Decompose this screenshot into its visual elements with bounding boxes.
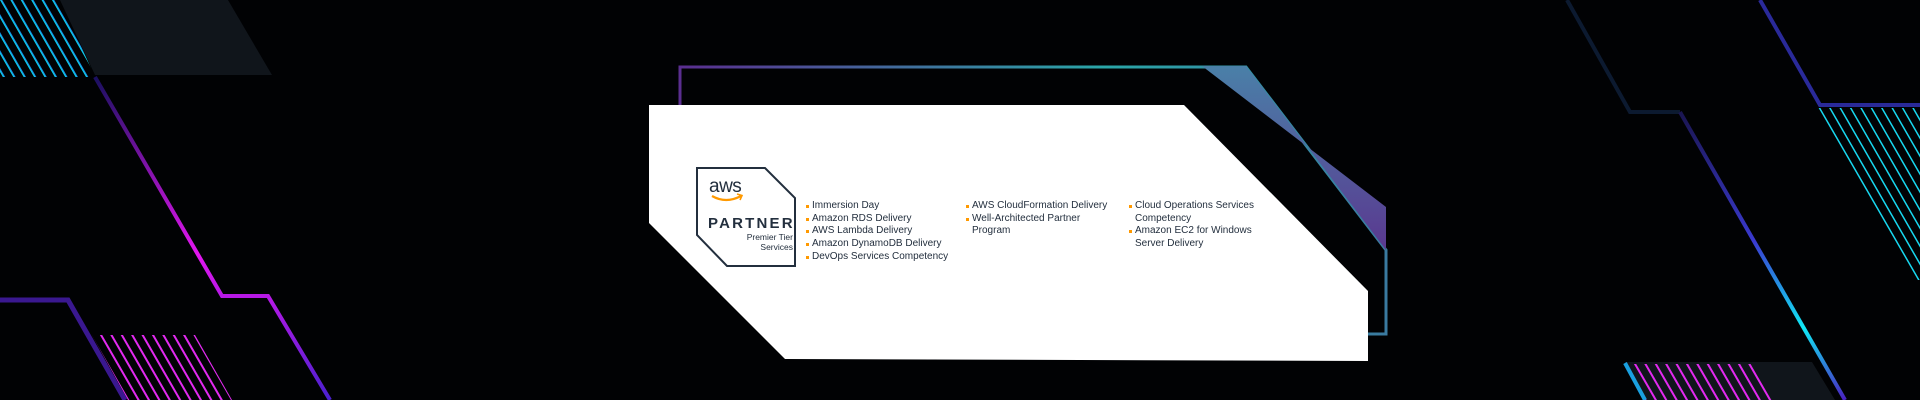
- designation-item: Amazon EC2 for Windows Server Delivery: [1129, 225, 1269, 250]
- aws-logo-text: aws: [709, 176, 742, 197]
- designations-column-3: Cloud Operations Services Competency Ama…: [1129, 200, 1269, 251]
- designations-column-2: AWS CloudFormation Delivery Well-Archite…: [966, 200, 1116, 238]
- badge-tier-line1: Premier Tier: [746, 232, 793, 242]
- badge-tier: Premier Tier Services: [747, 232, 793, 252]
- designation-item: Amazon DynamoDB Delivery: [806, 238, 948, 251]
- designation-item: AWS Lambda Delivery: [806, 225, 948, 238]
- designations-column-1: Immersion Day Amazon RDS Delivery AWS La…: [806, 200, 948, 264]
- designation-item: Well-Architected Partner Program: [966, 213, 1116, 238]
- left-cyan-stripes: [0, 0, 95, 77]
- designation-item: Amazon RDS Delivery: [806, 213, 948, 226]
- badge-title: PARTNER: [708, 215, 795, 232]
- amazon-smile-icon: [711, 195, 742, 202]
- left-magenta-stripes: [92, 335, 232, 400]
- designation-item: AWS CloudFormation Delivery: [966, 200, 1116, 213]
- designation-item: DevOps Services Competency: [806, 251, 948, 264]
- white-card: [649, 105, 1368, 361]
- badge-tier-line2: Services: [760, 242, 793, 252]
- left-panel-shape: [60, 0, 272, 75]
- right-magenta-stripes: [1625, 364, 1775, 400]
- designation-item: Cloud Operations Services Competency: [1129, 200, 1269, 225]
- right-cyan-stripes: [1817, 108, 1920, 280]
- partner-badge-frame: [696, 167, 796, 267]
- designation-item: Immersion Day: [806, 200, 948, 213]
